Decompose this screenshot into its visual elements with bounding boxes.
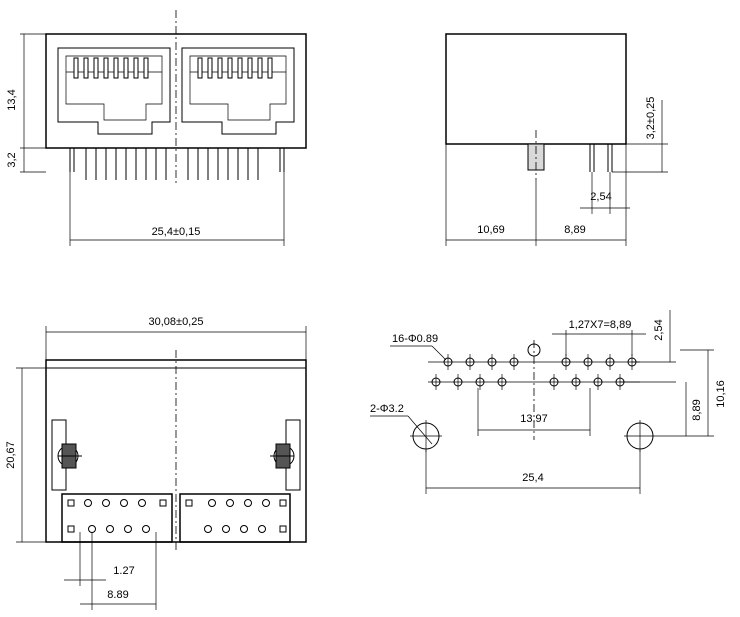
pcb-pin-holes-label: 16-Φ0.89: [392, 333, 438, 345]
bottom-left-pins: [67, 499, 167, 533]
front-pins: [69, 148, 285, 180]
right-mount-post: [270, 443, 295, 469]
dim-front-pin-span: 25,4±0,15: [152, 226, 201, 238]
dim-bottom-pitch: 1.27: [113, 565, 134, 577]
pcb-mount-holes-label: 2-Φ3.2: [370, 403, 404, 415]
dim-bottom-width: 30,08±0,25: [149, 316, 204, 328]
dim-side-height: 3,2±0,25: [645, 97, 657, 140]
side-view: 3,2±0,25 2,54 10,69 8,89: [445, 33, 668, 246]
dim-bottom-height: 20,67: [5, 441, 17, 469]
dim-pcb-row-to-mount: 8,89: [691, 399, 703, 420]
front-right-contacts: [197, 57, 273, 79]
bottom-view: 30,08±0,25 20,67 1.27 8.89: [5, 316, 307, 610]
dim-pcb-row-offset: 2,54: [653, 319, 665, 340]
dim-front-height-top: 13,4: [6, 89, 18, 110]
dim-pcb-top-to-mount: 10,16: [715, 380, 727, 408]
left-mount-post: [57, 443, 82, 469]
dim-pcb-center-span: 13.97: [520, 413, 548, 425]
bottom-right-pins: [185, 499, 287, 533]
pcb-right-mount-hole: [624, 420, 656, 452]
front-view: 13,4 3,2 25,4±0,15: [6, 10, 307, 246]
dim-pcb-mount-span: 25,4: [522, 472, 543, 484]
front-left-contacts: [73, 57, 149, 79]
dim-pcb-pitch: 1,27X7=8,89: [569, 319, 632, 331]
dim-side-offset-a: 10,69: [477, 224, 505, 236]
dim-front-height-bottom: 3,2: [6, 152, 18, 167]
dim-bottom-row-span: 8.89: [107, 589, 128, 601]
pcb-layout: 16-Φ0.89 2-Φ3.2 1,27X7=8,89 2,54 8,89 10…: [370, 310, 727, 494]
pcb-left-mount-hole: [410, 420, 442, 452]
dim-side-pitch: 2,54: [590, 191, 611, 203]
dim-side-offset-b: 8,89: [564, 224, 585, 236]
